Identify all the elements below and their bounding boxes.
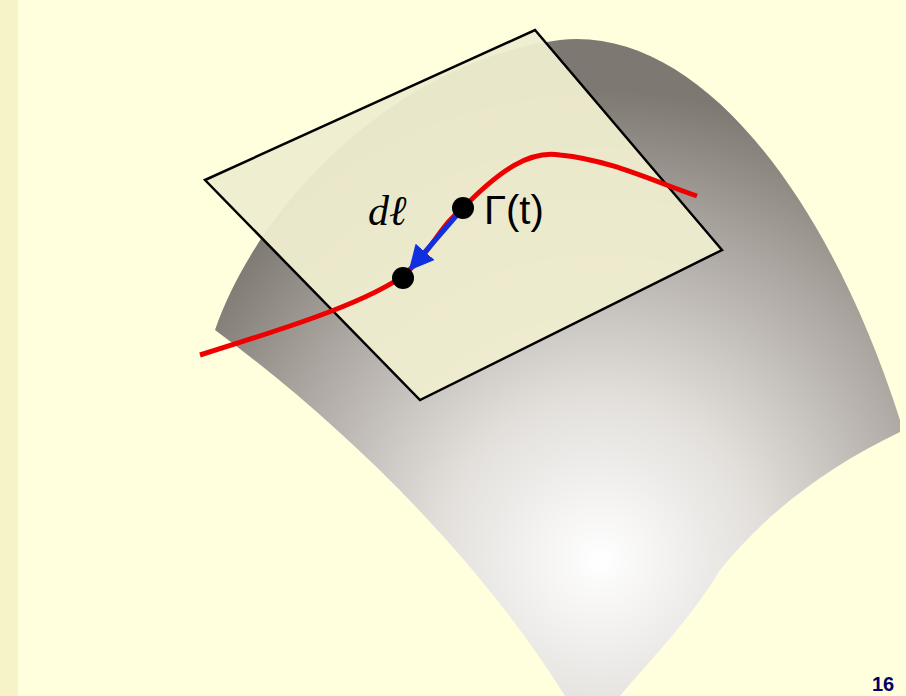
tangent-plane [205,30,722,400]
page-number: 16 [872,674,894,694]
curve [200,154,697,355]
differential-label: dℓ [368,190,407,232]
point [452,197,474,219]
page-strip [0,0,18,696]
curve-label: Γ(t) [484,190,544,230]
point [392,267,414,289]
tangent-arrow [412,208,463,267]
